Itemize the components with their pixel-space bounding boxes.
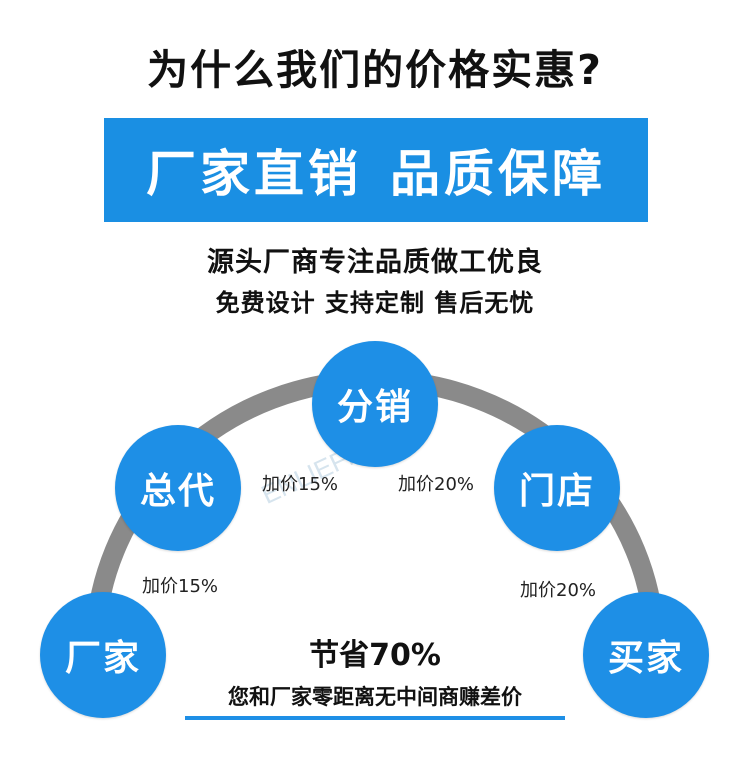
node-buyer: 买家 <box>583 592 709 718</box>
banner-left-text: 厂家直销 <box>146 145 362 203</box>
node-general-agent: 总代 <box>115 425 241 551</box>
subtitle-line-1: 源头厂商专注品质做工优良 <box>207 247 543 278</box>
savings-detail: 您和厂家零距离无中间商赚差价 <box>228 685 522 709</box>
banner: 厂家直销 品质保障 <box>104 118 648 222</box>
node-store: 门店 <box>494 425 620 551</box>
node-distributor: 分销 <box>312 341 438 467</box>
banner-right-text: 品质保障 <box>390 145 606 203</box>
subtitle-line-2: 免费设计 支持定制 售后无忧 <box>215 289 535 317</box>
savings-underline <box>185 716 565 720</box>
page-title: 为什么我们的价格实惠? <box>147 46 603 94</box>
markup-label-2: 加价15% <box>262 474 339 495</box>
markup-label-3: 加价20% <box>398 474 475 495</box>
markup-label-4: 加价20% <box>520 580 597 601</box>
savings-headline: 节省70% <box>309 638 441 673</box>
markup-label-1: 加价15% <box>142 576 219 597</box>
node-factory: 厂家 <box>40 592 166 718</box>
